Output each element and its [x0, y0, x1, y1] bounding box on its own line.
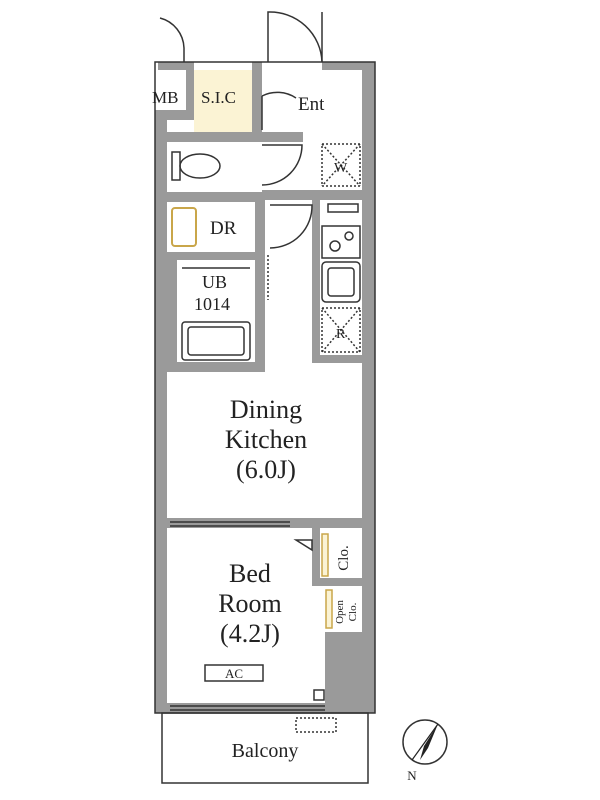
label-mb: MB [152, 88, 178, 107]
wall-bath-right [255, 200, 265, 365]
wall-closet-bottom [312, 578, 375, 586]
toilet-bowl [179, 153, 221, 179]
doors [159, 11, 323, 552]
wall-toilet-bottom [155, 192, 265, 202]
label-bath-1: UB [202, 272, 227, 292]
label-fridge: R [336, 327, 346, 342]
wall-left-lower [155, 368, 167, 713]
wall-dk-top [155, 362, 265, 372]
label-washer: W [334, 161, 348, 176]
compass-ring [402, 719, 448, 765]
label-bed-size: (4.2J) [220, 619, 280, 648]
label-bed-2: Room [218, 589, 282, 618]
fixtures [154, 61, 376, 784]
bathtub-inner [187, 326, 245, 356]
aircon-box [204, 664, 264, 682]
wall-top-left [158, 62, 190, 70]
label-open-closet-1: Open [334, 600, 346, 624]
wall-lower-right-block [325, 632, 375, 712]
label-bed-1: Bed [229, 559, 271, 588]
label-sic: S.I.C [201, 88, 236, 107]
label-bath-2: 1014 [194, 294, 230, 314]
compass: N [402, 719, 448, 783]
wall-bottom [155, 703, 375, 713]
compass-needle-icon [420, 724, 438, 760]
wall-closet-left [312, 528, 320, 583]
compass-label: N [407, 768, 417, 783]
dr-sink [171, 207, 197, 247]
dr-door [269, 204, 313, 249]
mb-door [159, 17, 185, 62]
label-aircon: AC [225, 666, 243, 681]
entrance-door [267, 11, 323, 63]
label-dining-1: Dining [230, 395, 302, 424]
wall-right-upper [362, 62, 375, 368]
wall-toilet-top [155, 132, 303, 142]
wall-ub-left [167, 260, 177, 365]
label-closet: Clo. [336, 545, 352, 570]
wall-mb-bottom [155, 110, 195, 120]
wall-ent-left [252, 62, 262, 132]
wall-left-upper [155, 110, 167, 368]
wall-dk-bottom [155, 518, 375, 528]
label-balcony: Balcony [232, 740, 299, 762]
kitchen-sink [321, 261, 361, 303]
sic-door [261, 91, 297, 99]
label-dining-size: (6.0J) [236, 455, 296, 484]
walls [155, 62, 375, 713]
wall-sic-left [186, 62, 194, 120]
wall-dk-top-right [312, 355, 375, 363]
wall-kitchen-left [312, 190, 320, 360]
label-dressing: DR [210, 218, 237, 239]
labels: MB S.I.C Ent W DR UB 1014 R Dining Kitch… [152, 88, 359, 762]
bathtub-outer [181, 321, 251, 361]
stove [321, 225, 361, 259]
sic-room [194, 70, 252, 132]
fridge-box [321, 307, 361, 353]
wall-washer-bottom [262, 190, 370, 200]
label-open-closet-2: Clo. [347, 602, 359, 621]
label-entrance: Ent [298, 94, 325, 115]
toilet-door [261, 144, 303, 186]
balcony-outline [161, 712, 369, 784]
label-dining-2: Kitchen [225, 425, 307, 454]
wall-right-lower [362, 368, 375, 713]
wall-top-ent-right [322, 62, 375, 70]
wall-dr-bottom [155, 252, 265, 260]
